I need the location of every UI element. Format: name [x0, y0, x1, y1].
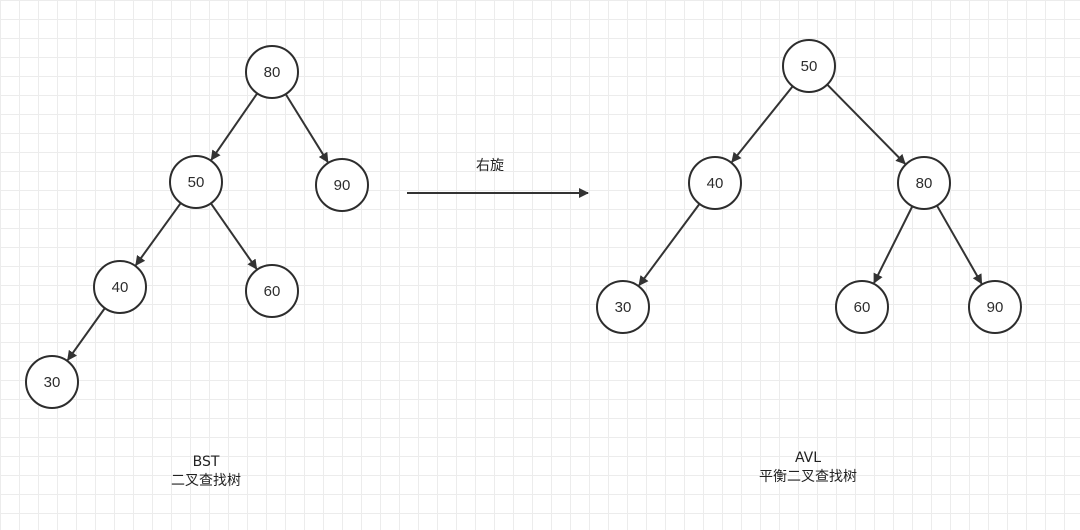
- bst-60-node: 60: [245, 264, 299, 318]
- bst-90-node: 90: [315, 158, 369, 212]
- bst-edge-50-to-40: [135, 202, 182, 266]
- bst-50-circle: [169, 155, 223, 209]
- bst-40-label: 40: [112, 279, 129, 296]
- bst-50-label: 50: [188, 174, 205, 191]
- avl-30-circle: [596, 280, 650, 334]
- avl-60-circle: [835, 280, 889, 334]
- bst-edge-80-to-90: [284, 93, 329, 163]
- bst-80-circle: [245, 45, 299, 99]
- avl-edge-40-to-30: [638, 203, 701, 287]
- avl-edge-50-to-80: [826, 83, 906, 165]
- bst-60-label: 60: [264, 283, 281, 300]
- avl-edge-80-to-60: [873, 205, 914, 284]
- avl-80-node: 80: [897, 156, 951, 210]
- bst-40-node: 40: [93, 260, 147, 314]
- avl-40-node: 40: [688, 156, 742, 210]
- bst-40-circle: [93, 260, 147, 314]
- bst-50-node: 50: [169, 155, 223, 209]
- bst-90-circle: [315, 158, 369, 212]
- avl-50-circle: [782, 39, 836, 93]
- avl-caption-title: AVL: [795, 450, 821, 466]
- bst-30-node: 30: [25, 355, 79, 409]
- bst-edge-80-to-50: [210, 92, 259, 161]
- avl-90-node: 90: [968, 280, 1022, 334]
- avl-30-label: 30: [615, 299, 632, 316]
- bst-90-label: 90: [334, 177, 351, 194]
- avl-90-circle: [968, 280, 1022, 334]
- avl-30-node: 30: [596, 280, 650, 334]
- nodes-layer: 80 50 90 40 60 30 50 40 80 30 60 90: [25, 39, 1022, 409]
- avl-caption-subtitle: 平衡二叉查找树: [759, 469, 857, 485]
- bst-30-label: 30: [44, 374, 61, 391]
- operation-label: 右旋: [476, 158, 504, 174]
- avl-60-label: 60: [854, 299, 871, 316]
- avl-40-label: 40: [707, 175, 724, 192]
- avl-edge-50-to-40: [731, 85, 794, 163]
- avl-90-label: 90: [987, 299, 1004, 316]
- bst-caption-subtitle: 二叉查找树: [171, 473, 241, 489]
- bst-80-node: 80: [245, 45, 299, 99]
- avl-80-label: 80: [916, 175, 933, 192]
- bst-30-circle: [25, 355, 79, 409]
- bst-80-label: 80: [264, 64, 281, 81]
- bst-60-circle: [245, 264, 299, 318]
- edges-layer: [66, 83, 983, 361]
- bst-edge-50-to-60: [210, 202, 258, 270]
- bst-edge-40-to-30: [66, 307, 106, 361]
- avl-40-circle: [688, 156, 742, 210]
- avl-50-node: 50: [782, 39, 836, 93]
- avl-80-circle: [897, 156, 951, 210]
- bst-caption-title: BST: [193, 454, 220, 470]
- avl-50-label: 50: [801, 58, 818, 75]
- avl-edge-80-to-90: [936, 205, 983, 285]
- avl-60-node: 60: [835, 280, 889, 334]
